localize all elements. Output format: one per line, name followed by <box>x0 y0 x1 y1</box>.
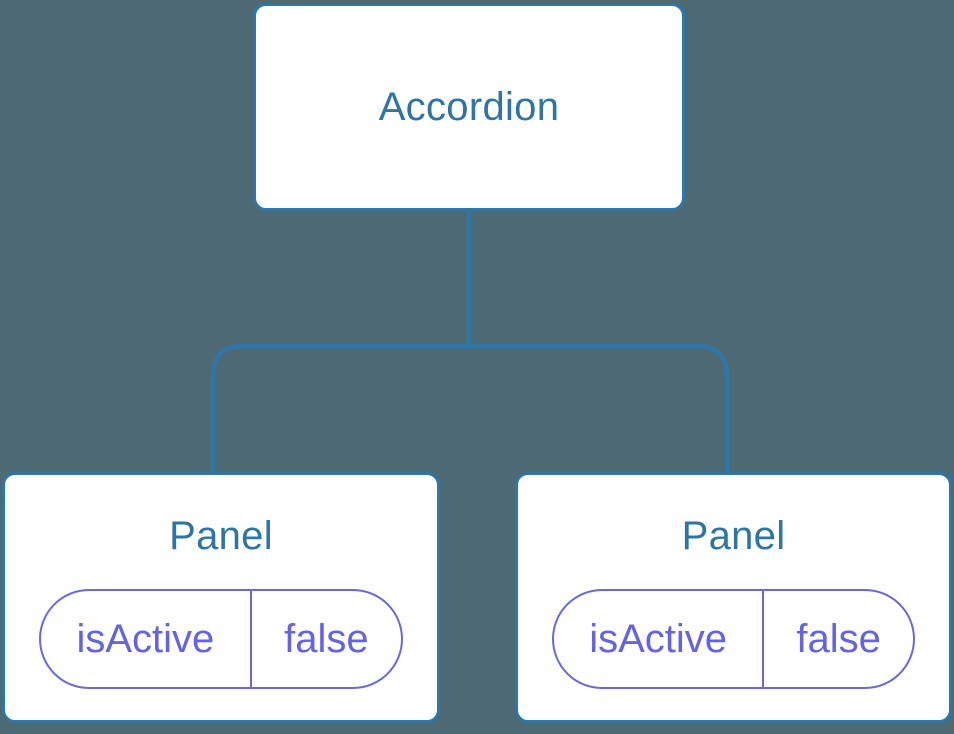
state-key: isActive <box>76 616 215 661</box>
panel-node-label: Panel <box>681 514 786 558</box>
accordion-node-label: Accordion <box>378 84 560 129</box>
state-value-cell: false <box>764 591 913 687</box>
state-key-cell: isActive <box>41 591 252 687</box>
state-value-cell: false <box>252 591 401 687</box>
state-pill: isActive false <box>552 589 915 689</box>
state-pill: isActive false <box>39 589 403 689</box>
state-value: false <box>284 616 369 661</box>
state-key: isActive <box>589 616 728 661</box>
tree-node-panel-left: Panel isActive false <box>2 472 440 723</box>
state-value: false <box>796 616 881 661</box>
state-key-cell: isActive <box>554 591 765 687</box>
tree-node-accordion: Accordion <box>253 3 685 211</box>
tree-node-panel-right: Panel isActive false <box>515 472 952 723</box>
panel-node-label: Panel <box>169 514 273 558</box>
connector-branches <box>210 343 730 474</box>
